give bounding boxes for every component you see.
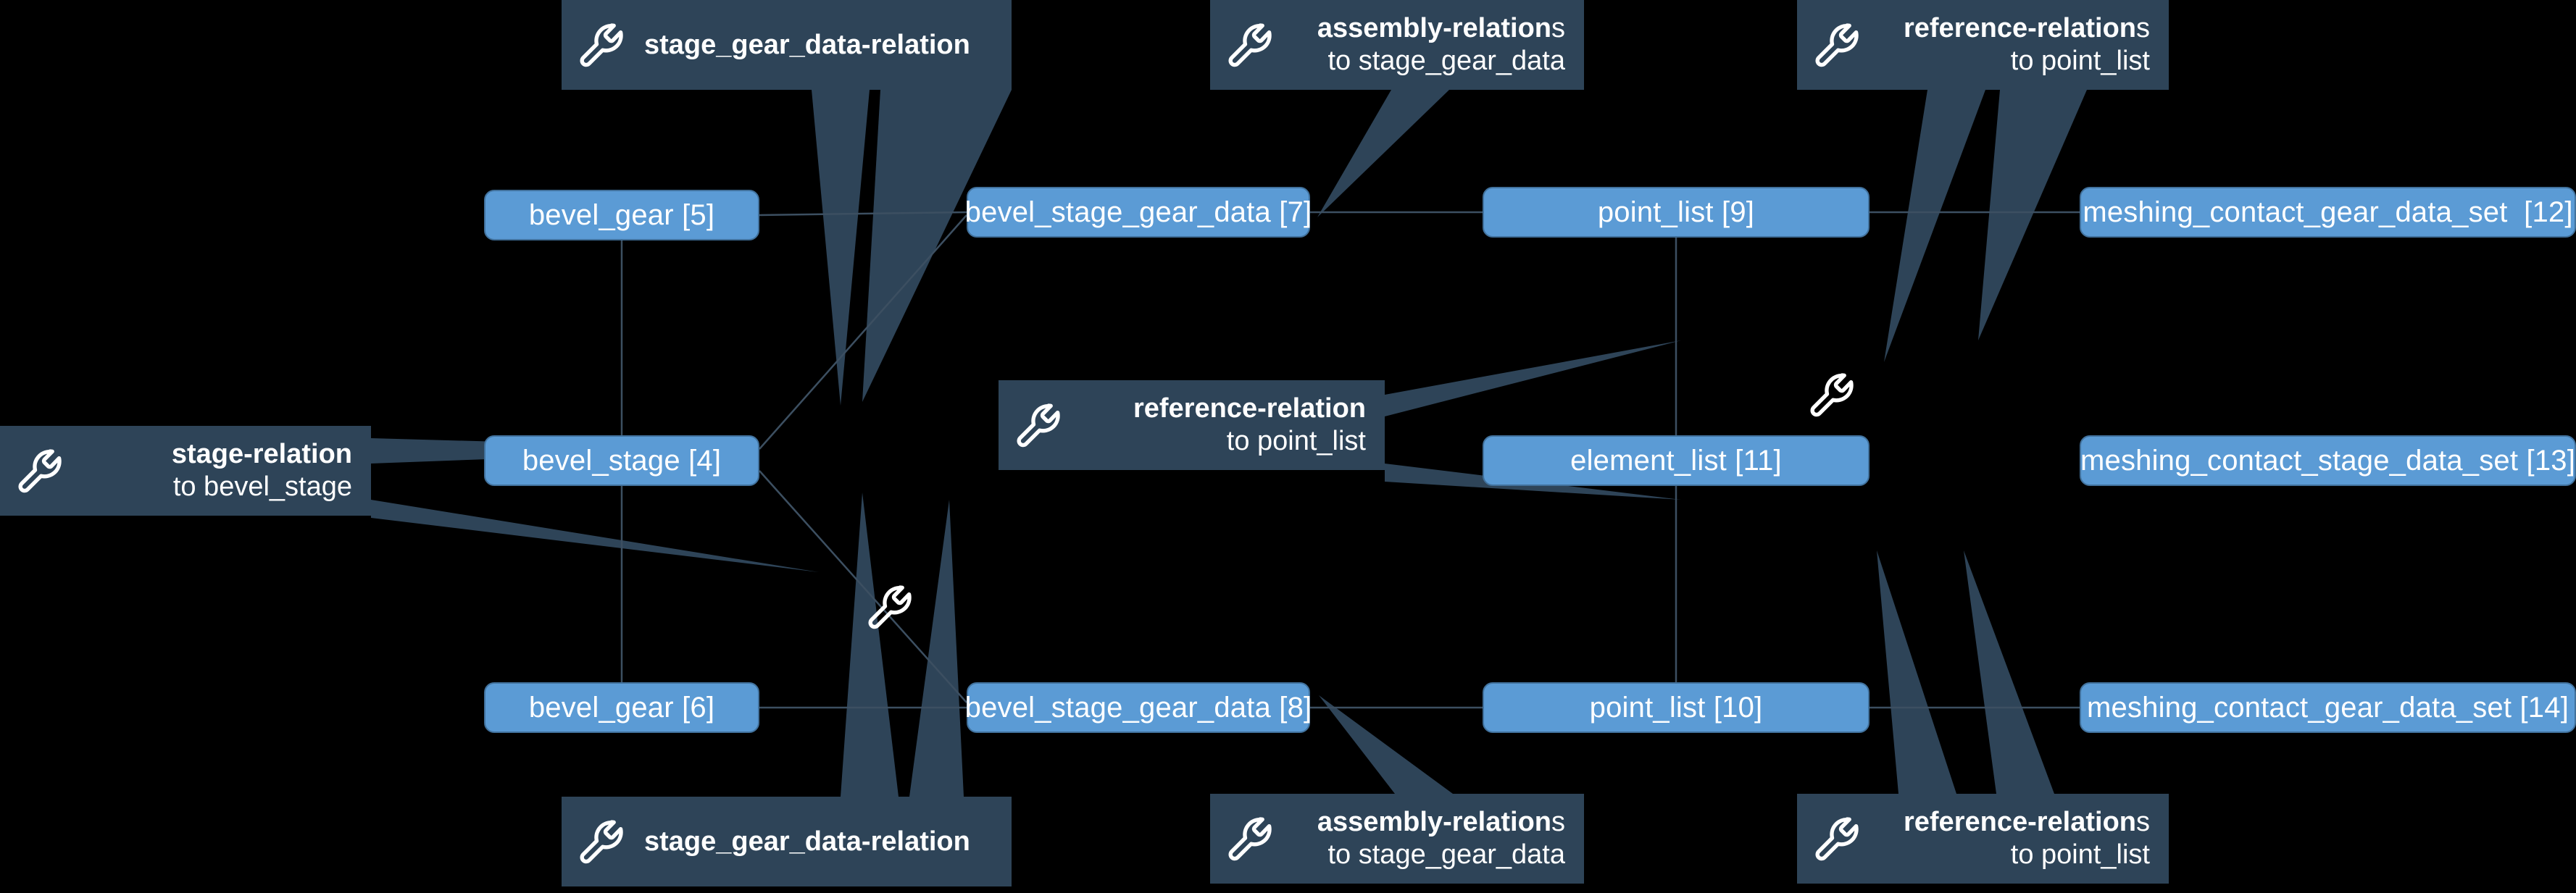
- tooltip-relation-target: to stage_gear_data: [1327, 46, 1566, 76]
- wrench-icon: [1228, 817, 1272, 861]
- node-label: meshing_contact_gear_data_set [14]: [2086, 692, 2569, 724]
- tooltip-relation-name: stage_gear_data-relation: [644, 826, 970, 858]
- node-n13[interactable]: meshing_contact_stage_data_set [13]: [2080, 435, 2576, 486]
- node-label: bevel_stage_gear_data [7]: [964, 196, 1312, 228]
- tooltip-tail: [1978, 90, 2087, 340]
- tooltip-t-stage-gear-data-relation-bottom[interactable]: stage_gear_data-relation: [562, 797, 1012, 886]
- tooltip-relation-name: stage_gear_data-relation: [644, 29, 970, 62]
- node-label: meshing_contact_gear_data_set [12]: [2083, 196, 2573, 228]
- tooltip-tail: [1884, 90, 1985, 362]
- tooltip-tail: [862, 90, 1012, 402]
- tooltip-relation-name-bold: reference-relation: [1133, 393, 1366, 424]
- tooltip-tail: [1964, 550, 2054, 794]
- tooltip-tail: [1385, 340, 1681, 416]
- node-n10[interactable]: point_list [10]: [1483, 682, 1870, 733]
- tooltip-relation-plural-suffix: s: [1551, 807, 1565, 838]
- tooltip-relation-target: to point_list: [1226, 426, 1366, 456]
- node-label: bevel_gear [6]: [528, 692, 715, 724]
- tooltip-tail: [371, 500, 819, 572]
- tooltip-tail: [909, 500, 964, 797]
- node-n14[interactable]: meshing_contact_gear_data_set [14]: [2080, 682, 2576, 733]
- wrench-icon: [1017, 403, 1060, 448]
- tooltip-relation-plural-suffix: s: [1551, 13, 1565, 44]
- tooltip-relation-name-bold: stage-relation: [171, 439, 352, 470]
- node-label: bevel_stage_gear_data [8]: [964, 692, 1312, 724]
- tooltip-relation-name-bold: reference-relation: [1903, 13, 2136, 44]
- tooltip-relation-name: assembly-relations: [1317, 12, 1565, 45]
- wrench-icon: [580, 820, 623, 864]
- tooltip-tail: [1877, 550, 1956, 794]
- wrench-icon: [18, 449, 62, 493]
- tooltip-relation-target: to bevel_stage: [172, 471, 352, 502]
- tooltip-relation-name: reference-relations: [1904, 806, 2150, 839]
- tooltip-relation-target: to point_list: [2010, 46, 2150, 76]
- wrench-icon: [1815, 817, 1859, 861]
- node-label: point_list [9]: [1597, 196, 1755, 228]
- tooltip-text: stage_gear_data-relation: [644, 826, 993, 858]
- tooltip-tail: [1317, 90, 1449, 217]
- node-label: element_list [11]: [1570, 445, 1782, 477]
- node-n7[interactable]: bevel_stage_gear_data [7]: [964, 187, 1312, 238]
- wrench-icon: [1815, 23, 1859, 67]
- tooltip-relation-name: reference-relations: [1904, 12, 2150, 45]
- node-label: meshing_contact_stage_data_set [13]: [2080, 445, 2576, 477]
- wrench-icon: [1228, 23, 1272, 67]
- node-n6[interactable]: bevel_gear [6]: [484, 682, 759, 733]
- tooltip-relation-name-bold: assembly-relation: [1317, 13, 1551, 44]
- tooltip-relation-name-bold: reference-relation: [1903, 807, 2136, 838]
- tooltip-relation-name-bold: stage_gear_data-relation: [644, 826, 970, 857]
- tooltip-relation-name: reference-relation: [1133, 393, 1366, 425]
- tooltip-relation-name: assembly-relations: [1317, 806, 1565, 839]
- node-n5[interactable]: bevel_gear [5]: [484, 190, 759, 240]
- edge-n4-n8: [759, 470, 967, 703]
- tooltip-relation-target: to point_list: [2010, 839, 2150, 870]
- wrench-icon[interactable]: [866, 583, 914, 631]
- tooltip-relation-target: to stage_gear_data: [1327, 839, 1566, 870]
- edge-n5-n7: [759, 211, 967, 217]
- tooltip-relation-name-bold: stage_gear_data-relation: [644, 29, 970, 60]
- tooltip-text: stage_gear_data-relation: [644, 29, 993, 62]
- tooltip-tail: [841, 492, 899, 797]
- node-n11[interactable]: element_list [11]: [1483, 435, 1870, 486]
- node-n9[interactable]: point_list [9]: [1483, 187, 1870, 238]
- node-label: bevel_gear [5]: [528, 199, 715, 231]
- wrench-icon: [580, 23, 623, 67]
- node-n12[interactable]: meshing_contact_gear_data_set [12]: [2080, 187, 2576, 238]
- node-n4[interactable]: bevel_stage [4]: [484, 435, 759, 486]
- tooltip-t-stage-gear-data-relation-top[interactable]: stage_gear_data-relation: [562, 0, 1012, 90]
- tooltip-tail: [1319, 695, 1453, 794]
- node-n8[interactable]: bevel_stage_gear_data [8]: [964, 682, 1312, 733]
- tooltip-relation-plural-suffix: s: [2136, 807, 2150, 838]
- wrench-icon[interactable]: [1808, 371, 1856, 419]
- tooltip-relation-name-bold: assembly-relation: [1317, 807, 1551, 838]
- node-label: point_list [10]: [1589, 692, 1763, 724]
- node-label: bevel_stage [4]: [522, 445, 722, 477]
- tooltip-relation-plural-suffix: s: [2136, 13, 2150, 44]
- tooltip-tail: [812, 90, 870, 406]
- tooltip-relation-name: stage-relation: [172, 438, 352, 471]
- edge-n4-n7: [759, 214, 967, 450]
